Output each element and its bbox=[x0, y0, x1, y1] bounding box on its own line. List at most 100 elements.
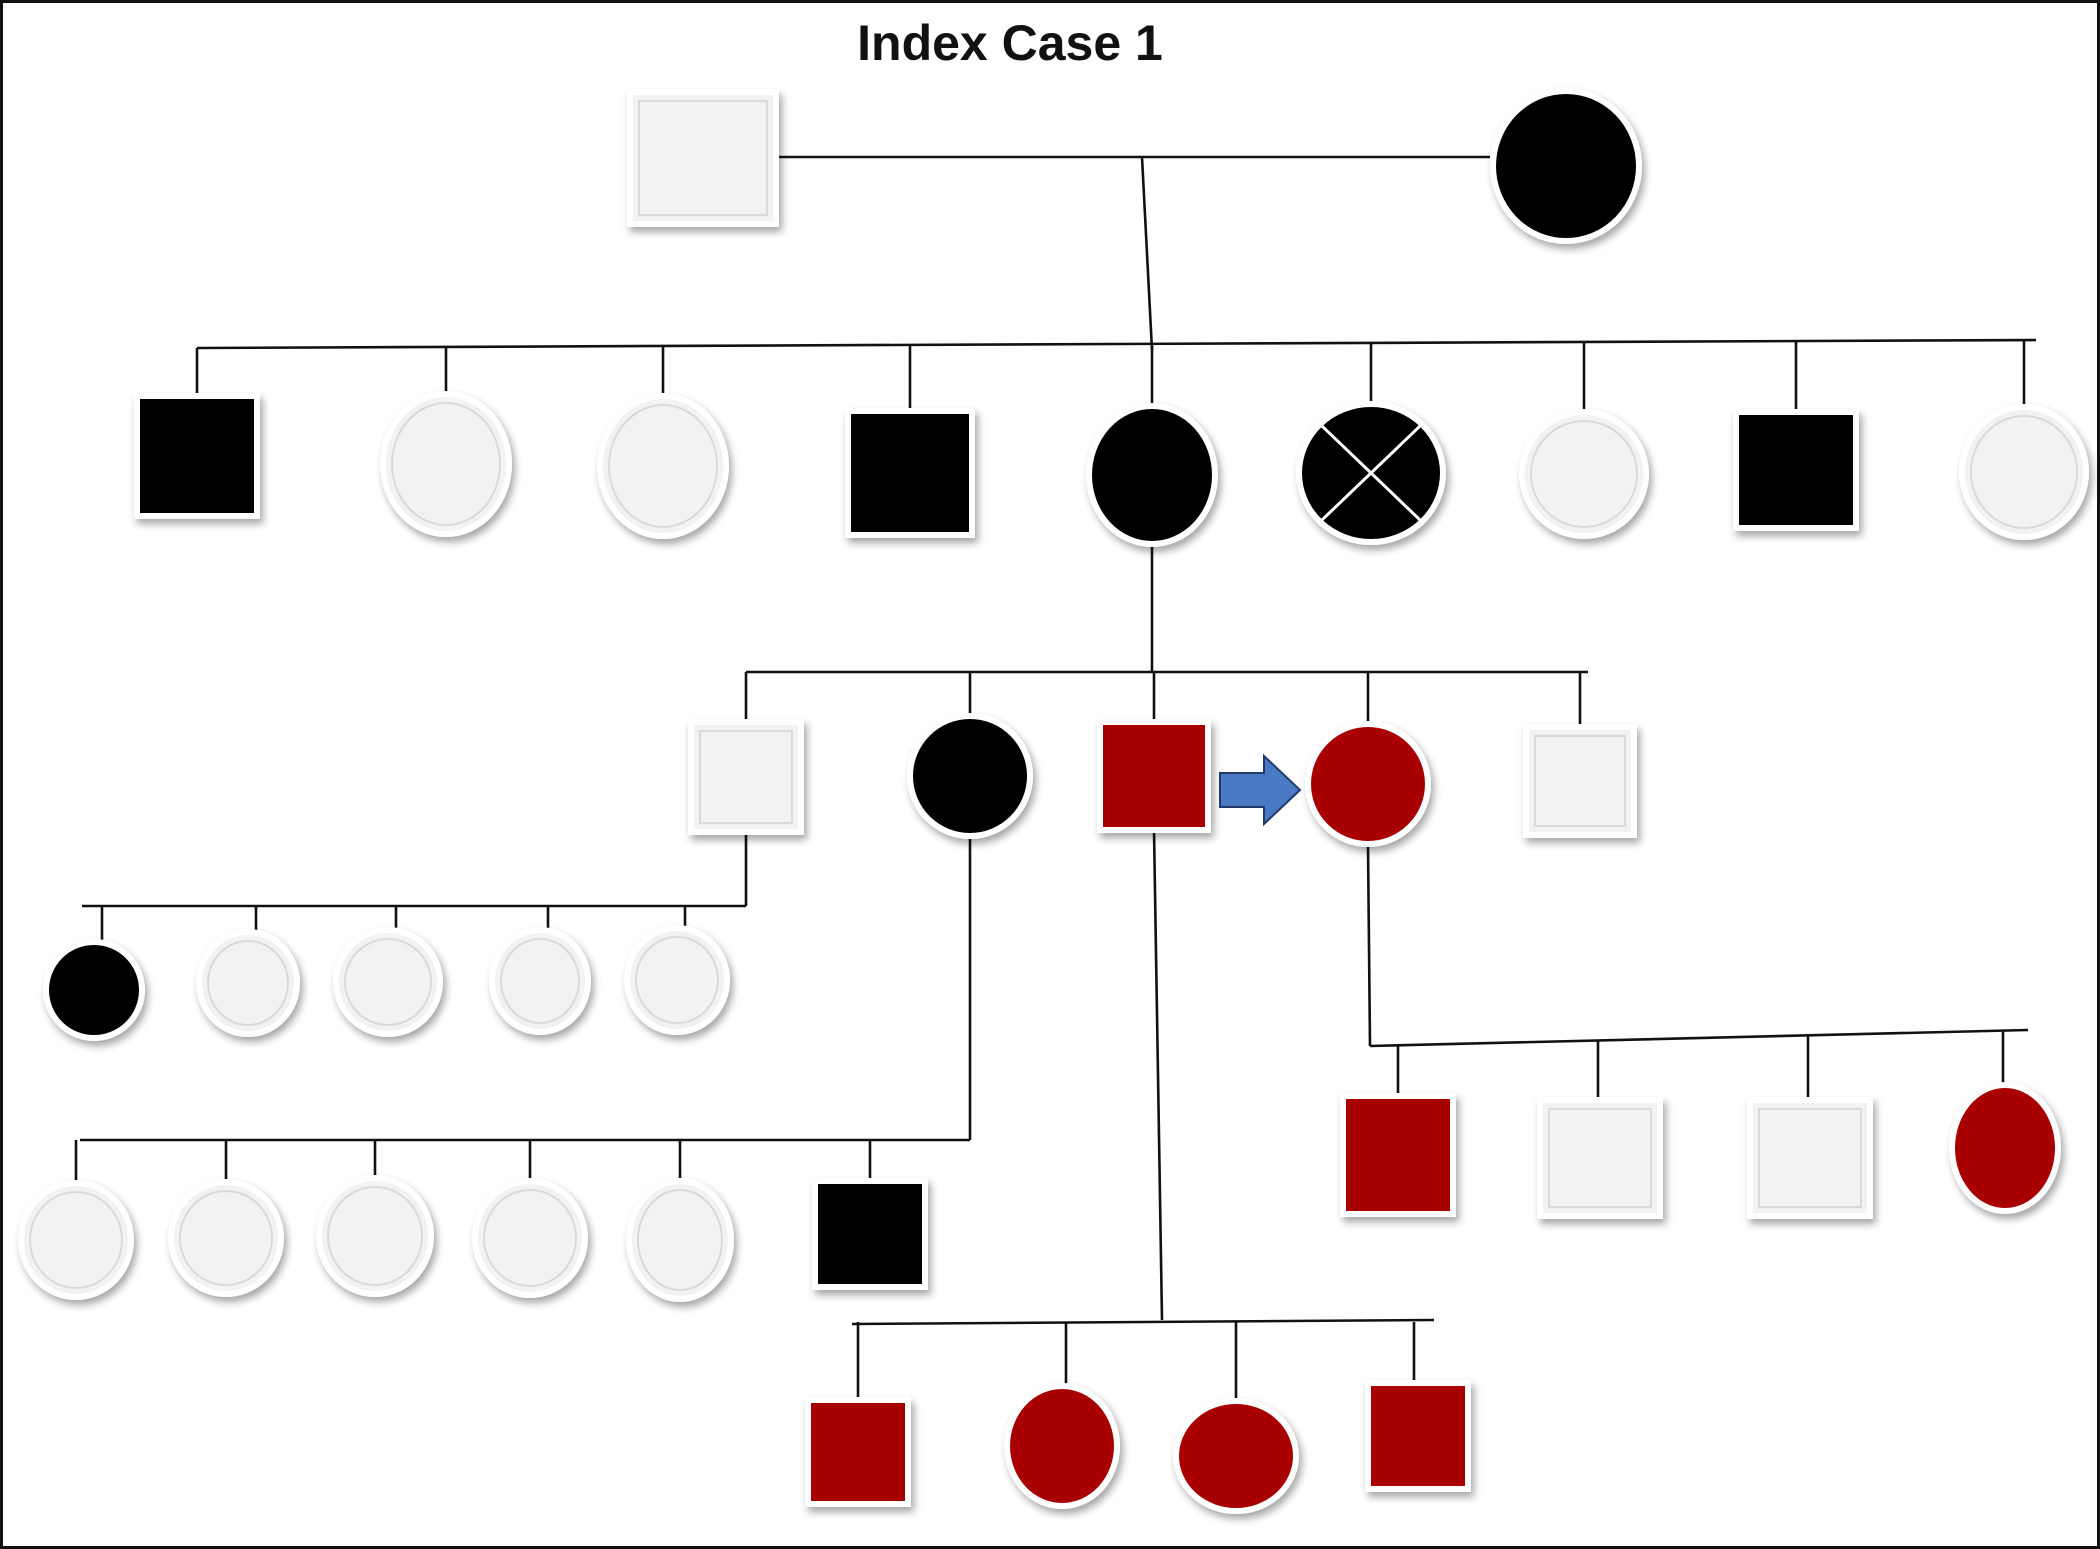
g4a-individual-3 bbox=[333, 927, 443, 1037]
circle-bevel bbox=[608, 404, 718, 528]
sibship-line-gen4d bbox=[1369, 1028, 2029, 1048]
circle-bevel bbox=[500, 938, 580, 1024]
circle-symbol bbox=[1305, 721, 1431, 847]
g4a-individual-4 bbox=[489, 927, 591, 1035]
g3-individual-5 bbox=[1523, 724, 1637, 838]
circle-bevel bbox=[635, 936, 719, 1024]
circle-symbol bbox=[1086, 403, 1218, 547]
circle-symbol bbox=[1173, 1398, 1299, 1514]
descent-line bbox=[1366, 845, 1372, 1047]
g4c-individual-3 bbox=[1173, 1398, 1299, 1514]
square-symbol bbox=[627, 89, 779, 227]
circle-symbol bbox=[626, 1178, 734, 1302]
square-symbol bbox=[1365, 1380, 1471, 1492]
square-symbol bbox=[812, 1178, 928, 1290]
g2-individual-6 bbox=[1296, 401, 1446, 545]
square-symbol bbox=[1747, 1097, 1873, 1219]
circle-symbol bbox=[472, 1178, 588, 1298]
g4d-individual-2 bbox=[1537, 1097, 1663, 1219]
circle-bevel bbox=[1530, 420, 1638, 528]
square-symbol bbox=[1340, 1093, 1456, 1217]
circle-symbol bbox=[1519, 409, 1649, 539]
circle-bevel bbox=[344, 938, 432, 1026]
g2-individual-1 bbox=[134, 393, 260, 519]
square-symbol bbox=[688, 719, 804, 835]
square-bevel bbox=[638, 100, 768, 216]
square-symbol bbox=[1733, 409, 1859, 531]
g2-individual-9 bbox=[1959, 404, 2089, 540]
circle-bevel bbox=[637, 1189, 723, 1291]
g4b-individual-2 bbox=[168, 1179, 284, 1297]
g2-individual-2 bbox=[380, 391, 512, 537]
g2-individual-5 bbox=[1086, 403, 1218, 547]
circle-symbol bbox=[489, 927, 591, 1035]
circle-bevel bbox=[29, 1191, 123, 1289]
g1-mother-symbol bbox=[1490, 88, 1642, 244]
circle-symbol bbox=[597, 393, 729, 539]
g4c-individual-1 bbox=[805, 1397, 911, 1507]
g2-individual-8 bbox=[1733, 409, 1859, 531]
square-bevel bbox=[1534, 735, 1626, 827]
proband-markers bbox=[1219, 753, 1302, 827]
g4d-individual-1 bbox=[1340, 1093, 1456, 1217]
circle-symbol bbox=[1490, 88, 1642, 244]
circle-symbol bbox=[907, 713, 1033, 839]
square-bevel bbox=[1758, 1108, 1862, 1208]
g4b-individual-5 bbox=[626, 1178, 734, 1302]
sibship-line-gen2 bbox=[196, 338, 2037, 350]
square-symbol bbox=[1523, 724, 1637, 838]
g3-individual-3 bbox=[1097, 719, 1211, 833]
g2-individual-4 bbox=[845, 408, 975, 538]
g2-individual-3 bbox=[597, 393, 729, 539]
g3-individual-2 bbox=[907, 713, 1033, 839]
circle-symbol bbox=[1004, 1383, 1120, 1509]
descent-line bbox=[1140, 156, 1154, 351]
proband-arrow-icon bbox=[1219, 753, 1302, 827]
square-symbol bbox=[805, 1397, 911, 1507]
circle-bevel bbox=[483, 1189, 577, 1287]
g4d-individual-3 bbox=[1747, 1097, 1873, 1219]
connector-lines bbox=[74, 155, 2037, 1401]
circle-bevel bbox=[1970, 415, 2078, 529]
square-bevel bbox=[699, 730, 793, 824]
g4b-individual-6 bbox=[812, 1178, 928, 1290]
circle-symbol bbox=[43, 939, 145, 1041]
circle-symbol bbox=[1949, 1082, 2061, 1214]
g4b-individual-3 bbox=[316, 1175, 434, 1297]
circle-bevel bbox=[207, 940, 289, 1026]
individual-symbols bbox=[18, 88, 2089, 1514]
circle-symbol bbox=[18, 1180, 134, 1300]
g4a-individual-2 bbox=[196, 929, 300, 1037]
circle-symbol bbox=[1959, 404, 2089, 540]
square-bevel bbox=[1548, 1108, 1652, 1208]
square-symbol bbox=[1097, 719, 1211, 833]
circle-symbol bbox=[380, 391, 512, 537]
circle-symbol bbox=[333, 927, 443, 1037]
sibship-line-gen4c bbox=[851, 1318, 1435, 1326]
square-symbol bbox=[1537, 1097, 1663, 1219]
g3-individual-4 bbox=[1305, 721, 1431, 847]
g4b-individual-1 bbox=[18, 1180, 134, 1300]
circle-symbol bbox=[316, 1175, 434, 1297]
g4c-individual-4 bbox=[1365, 1380, 1471, 1492]
deceased-cross-line bbox=[1318, 422, 1424, 524]
circle-bevel bbox=[327, 1186, 423, 1286]
descent-line bbox=[1152, 829, 1164, 1321]
circle-symbol bbox=[168, 1179, 284, 1297]
g4b-individual-4 bbox=[472, 1178, 588, 1298]
g4c-individual-2 bbox=[1004, 1383, 1120, 1509]
g4a-individual-5 bbox=[624, 925, 730, 1035]
square-symbol bbox=[134, 393, 260, 519]
circle-symbol bbox=[196, 929, 300, 1037]
circle-bevel bbox=[179, 1190, 273, 1286]
g4d-individual-4 bbox=[1949, 1082, 2061, 1214]
g3-individual-1 bbox=[688, 719, 804, 835]
circle-bevel bbox=[391, 402, 501, 526]
g1-father-symbol bbox=[627, 89, 779, 227]
g2-individual-7 bbox=[1519, 409, 1649, 539]
circle-symbol bbox=[624, 925, 730, 1035]
square-symbol bbox=[845, 408, 975, 538]
figure-title: Index Case 1 bbox=[857, 15, 1163, 71]
g4a-individual-1 bbox=[43, 939, 145, 1041]
